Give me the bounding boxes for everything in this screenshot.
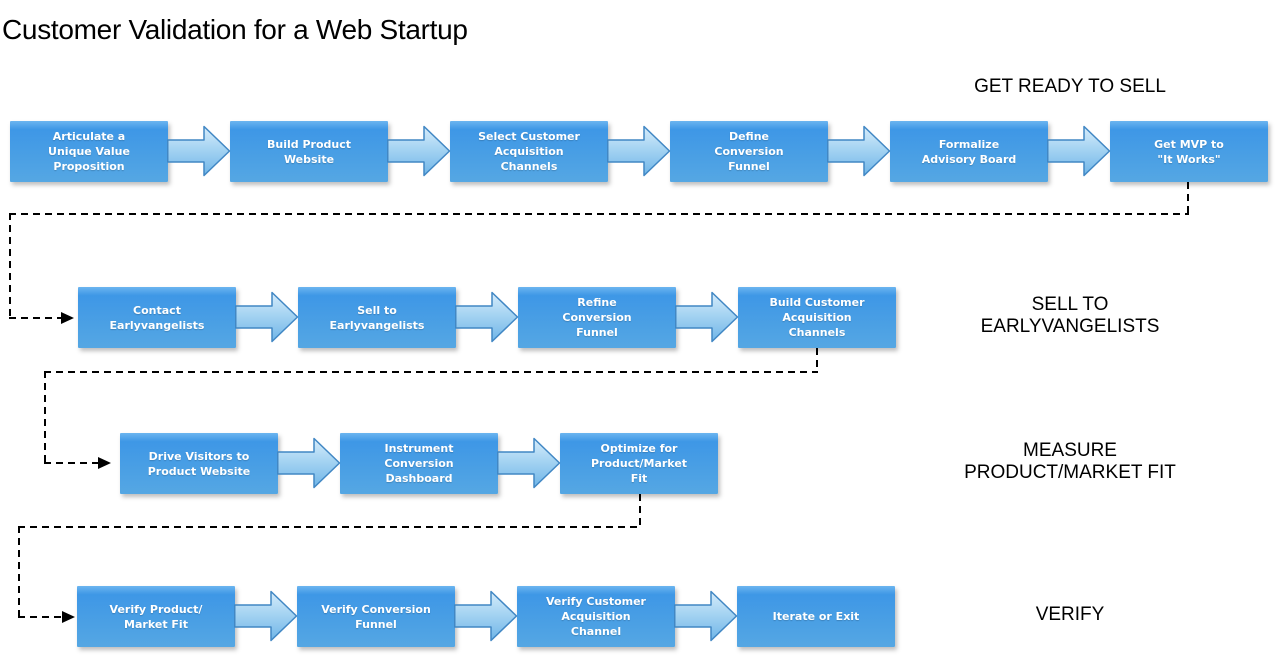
- dashed-connector-segment: [44, 462, 98, 464]
- flow-step-label: Instrument Conversion Dashboard: [384, 442, 454, 485]
- connector-arrowhead-icon: [98, 457, 111, 469]
- flow-step-verify-customer-acquisition-channel: Verify Customer Acquisition Channel: [517, 586, 675, 647]
- flow-step-label: Verify Product/ Market Fit: [109, 602, 203, 631]
- flow-step-label: Get MVP to "It Works": [1154, 137, 1224, 166]
- flow-step-build-product-website: Build Product Website: [230, 121, 388, 182]
- dashed-connector-segment: [9, 317, 61, 319]
- dashed-connector-segment: [18, 616, 62, 618]
- flow-step-sell-to-earlyvangelists: Sell to Earlyvangelists: [298, 287, 456, 348]
- flow-step-label: Formalize Advisory Board: [921, 137, 1017, 166]
- flow-step-label: Sell to Earlyvangelists: [329, 303, 425, 332]
- flow-step-articulate-value-proposition: Articulate a Unique Value Proposition: [10, 121, 168, 182]
- flow-step-optimize-for-product-market-fit: Optimize for Product/Market Fit: [560, 433, 718, 494]
- flow-arrow-icon: [497, 437, 561, 489]
- flow-step-label: Articulate a Unique Value Proposition: [48, 130, 130, 173]
- flow-arrow-icon: [674, 590, 738, 642]
- dashed-connector-segment: [816, 348, 818, 373]
- flow-step-label: Verify Conversion Funnel: [321, 602, 431, 631]
- flow-step-verify-product-market-fit: Verify Product/ Market Fit: [77, 586, 235, 647]
- connector-arrowhead-icon: [61, 312, 74, 324]
- flow-step-define-conversion-funnel: Define Conversion Funnel: [670, 121, 828, 182]
- flow-arrow-icon: [827, 125, 891, 177]
- flow-arrow-icon: [277, 437, 341, 489]
- flow-step-label: Verify Customer Acquisition Channel: [546, 595, 646, 638]
- dashed-connector-segment: [639, 494, 641, 528]
- dashed-connector-segment: [18, 526, 20, 618]
- flow-step-label: Define Conversion Funnel: [714, 130, 784, 173]
- flow-step-label: Iterate or Exit: [772, 610, 860, 623]
- flow-arrow-icon: [454, 590, 518, 642]
- flow-step-get-mvp-to-it-works: Get MVP to "It Works": [1110, 121, 1268, 182]
- flow-step-label: Drive Visitors to Product Website: [147, 449, 251, 478]
- flow-step-iterate-or-exit: Iterate or Exit: [737, 586, 895, 647]
- flow-step-refine-conversion-funnel: Refine Conversion Funnel: [518, 287, 676, 348]
- flow-step-build-customer-acquisition-channels: Build Customer Acquisition Channels: [738, 287, 896, 348]
- flow-arrow-icon: [234, 590, 298, 642]
- flow-arrow-icon: [167, 125, 231, 177]
- flow-step-label: Build Customer Acquisition Channels: [769, 296, 865, 339]
- flow-step-formalize-advisory-board: Formalize Advisory Board: [890, 121, 1048, 182]
- flow-step-instrument-conversion-dashboard: Instrument Conversion Dashboard: [340, 433, 498, 494]
- flow-step-label: Select Customer Acquisition Channels: [478, 130, 580, 173]
- flow-arrow-icon: [455, 291, 519, 343]
- flow-arrow-icon: [607, 125, 671, 177]
- flow-arrow-icon: [1047, 125, 1111, 177]
- flow-step-drive-visitors-to-product-website: Drive Visitors to Product Website: [120, 433, 278, 494]
- flow-step-label: Contact Earlyvangelists: [109, 303, 205, 332]
- dashed-connector-segment: [44, 371, 46, 464]
- connector-arrowhead-icon: [62, 611, 75, 623]
- flow-step-verify-conversion-funnel: Verify Conversion Funnel: [297, 586, 455, 647]
- flow-step-label: Build Product Website: [267, 137, 351, 166]
- flow-step-label: Optimize for Product/Market Fit: [590, 442, 688, 485]
- dashed-connector-segment: [9, 213, 11, 319]
- flow-step-contact-earlyvangelists: Contact Earlyvangelists: [78, 287, 236, 348]
- flow-step-label: Refine Conversion Funnel: [562, 296, 632, 339]
- flow-arrow-icon: [675, 291, 739, 343]
- flow-arrow-icon: [235, 291, 299, 343]
- flow-step-select-customer-acquisition-channels: Select Customer Acquisition Channels: [450, 121, 608, 182]
- phase-label-sell-to-earlyvangelists: SELL TO EARLYVANGELISTS: [980, 294, 1160, 337]
- dashed-connector-segment: [9, 213, 1189, 215]
- dashed-connector-segment: [44, 371, 818, 373]
- phase-label-measure-product-market-fit: MEASURE PRODUCT/MARKET FIT: [964, 440, 1176, 483]
- phase-label-verify: VERIFY: [1035, 604, 1105, 625]
- phase-label-get-ready-to-sell: GET READY TO SELL: [974, 76, 1166, 97]
- page-title: Customer Validation for a Web Startup: [2, 14, 468, 45]
- dashed-connector-segment: [1187, 182, 1189, 214]
- flow-arrow-icon: [387, 125, 451, 177]
- dashed-connector-segment: [18, 526, 641, 528]
